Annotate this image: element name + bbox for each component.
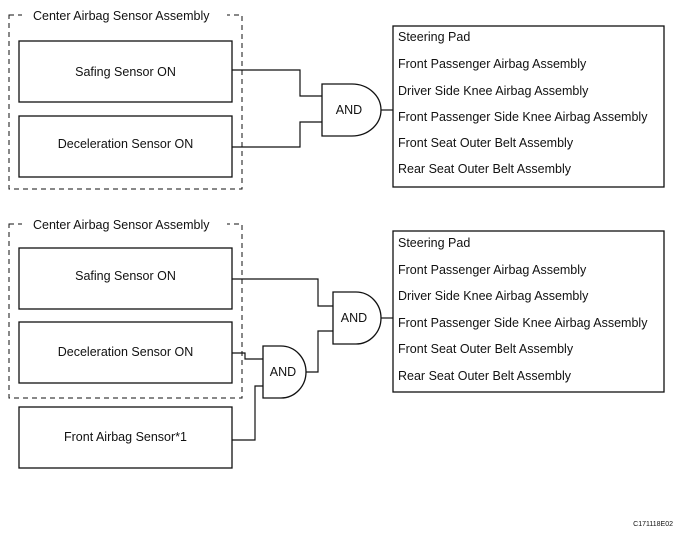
bottom-output-item: Driver Side Knee Airbag Assembly <box>398 289 589 303</box>
top-output-list: Steering Pad Front Passenger Airbag Asse… <box>398 30 648 176</box>
bottom-wire-inner-gate <box>306 330 333 373</box>
bottom-wire-deceleration <box>232 352 263 360</box>
front-airbag-sensor-label: Front Airbag Sensor*1 <box>64 430 187 444</box>
bottom-output-item: Front Seat Outer Belt Assembly <box>398 342 574 356</box>
figure-code: C171118E02 <box>633 521 673 528</box>
bottom-output-item: Rear Seat Outer Belt Assembly <box>398 369 572 383</box>
bottom-deceleration-sensor-box <box>18 321 233 384</box>
top-output-item: Front Seat Outer Belt Assembly <box>398 136 574 150</box>
top-wire-deceleration <box>232 121 322 148</box>
top-and-gate-label: AND <box>336 103 362 117</box>
front-airbag-sensor-box <box>18 406 233 469</box>
bottom-wire-safing <box>232 278 333 307</box>
bottom-outer-and-gate <box>332 291 382 345</box>
bottom-wire-front-sensor <box>232 385 263 441</box>
top-output-item: Front Passenger Airbag Assembly <box>398 57 587 71</box>
bottom-inner-and-gate <box>262 345 307 399</box>
top-group-title-bg <box>22 7 227 23</box>
top-output-item: Steering Pad <box>398 30 470 44</box>
top-and-gate <box>321 83 382 137</box>
top-wire-safing <box>232 69 322 97</box>
bottom-group-outline <box>8 223 243 399</box>
top-output-item: Driver Side Knee Airbag Assembly <box>398 84 589 98</box>
bottom-diagram: Center Airbag Sensor Assembly Safing Sen… <box>8 216 665 469</box>
bottom-inner-and-gate-label: AND <box>270 365 296 379</box>
bottom-output-list: Steering Pad Front Passenger Airbag Asse… <box>398 236 648 383</box>
top-group-outline <box>8 14 243 190</box>
top-output-item: Front Passenger Side Knee Airbag Assembl… <box>398 110 648 124</box>
bottom-safing-sensor-box <box>18 247 233 310</box>
bottom-outer-and-gate-label: AND <box>341 311 367 325</box>
bottom-group-title: Center Airbag Sensor Assembly <box>33 218 210 232</box>
top-diagram: Center Airbag Sensor Assembly Safing Sen… <box>8 7 665 190</box>
bottom-output-box <box>392 230 665 393</box>
top-output-item: Rear Seat Outer Belt Assembly <box>398 162 572 176</box>
bottom-output-item: Front Passenger Side Knee Airbag Assembl… <box>398 316 648 330</box>
top-deceleration-sensor-label: Deceleration Sensor ON <box>58 137 193 151</box>
top-output-box <box>392 25 665 188</box>
bottom-safing-sensor-label: Safing Sensor ON <box>75 269 176 283</box>
bottom-output-item: Steering Pad <box>398 236 470 250</box>
bottom-deceleration-sensor-label: Deceleration Sensor ON <box>58 345 193 359</box>
bottom-output-item: Front Passenger Airbag Assembly <box>398 263 587 277</box>
top-safing-sensor-label: Safing Sensor ON <box>75 65 176 79</box>
top-safing-sensor-box <box>18 40 233 103</box>
top-group-title: Center Airbag Sensor Assembly <box>33 9 210 23</box>
bottom-group-title-bg <box>22 216 227 232</box>
